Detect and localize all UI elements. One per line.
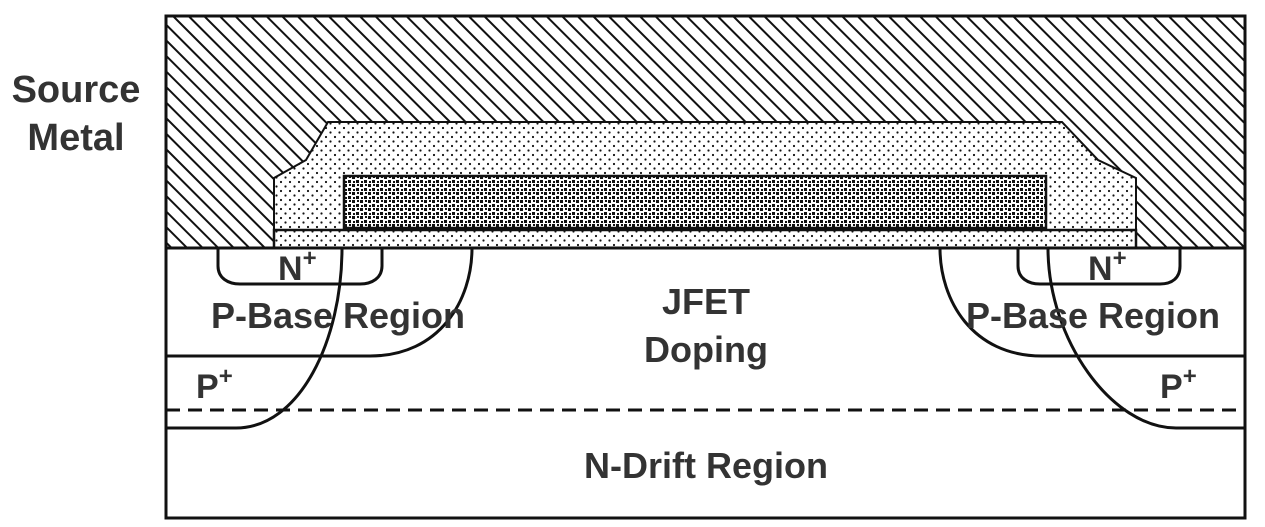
jfet-label-line1: JFET — [662, 281, 750, 322]
n-plus-label-right: N+ — [1088, 245, 1127, 288]
p-plus-label-left: P+ — [196, 363, 233, 406]
source-metal-label-line2: Metal — [27, 117, 124, 159]
jfet-label-line2: Doping — [644, 329, 768, 370]
gate-electrode — [342, 174, 1048, 230]
n-plus-region-left-boundary — [216, 248, 384, 286]
p-base-label-left: P-Base Region — [211, 295, 465, 336]
semiconductor-outline — [164, 246, 1247, 520]
n-drift-label: N-Drift Region — [584, 445, 828, 486]
p-base-region-left-boundary — [166, 248, 474, 358]
p-plus-label-right: P+ — [1160, 363, 1197, 406]
p-base-region-right-boundary — [938, 248, 1245, 358]
p-base-label-right: P-Base Region — [966, 295, 1220, 336]
n-plus-region-right-boundary — [1016, 248, 1182, 286]
n-plus-label-left: N+ — [278, 245, 317, 288]
source-metal-label-line1: Source — [12, 69, 141, 111]
gate-oxide-layer — [272, 228, 1138, 250]
